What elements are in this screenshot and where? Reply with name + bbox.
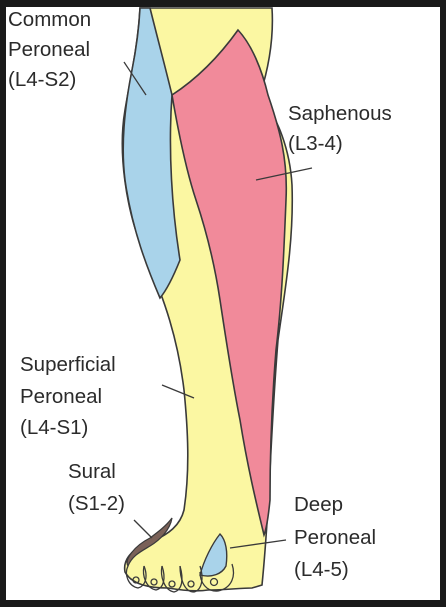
- superficial-peroneal-roots: (L4-S1): [20, 416, 88, 439]
- superficial-peroneal-label-line2: Peroneal: [20, 385, 102, 408]
- saphenous-leader: [255, 167, 313, 181]
- superficial-peroneal-leader: [161, 384, 195, 399]
- deep-peroneal-label-line2: Peroneal: [294, 526, 376, 549]
- toenail-3: [168, 580, 176, 588]
- deep-peroneal-label-line1: Deep: [294, 493, 343, 516]
- toe-4: [179, 565, 203, 593]
- saphenous-label: Saphenous: [288, 102, 392, 125]
- sural-roots: (S1-2): [68, 492, 125, 515]
- deep-peroneal-leader: [229, 539, 287, 549]
- common-peroneal-label-line1: Common: [8, 8, 91, 31]
- deep-peroneal-roots: (L4-5): [294, 558, 349, 581]
- toenail-5: [209, 577, 219, 587]
- toe-1: [125, 565, 147, 589]
- toe-3: [160, 565, 183, 593]
- toenail-1: [132, 576, 140, 584]
- saphenous-region: [171, 28, 288, 538]
- common-peroneal-label-line2: Peroneal: [8, 38, 90, 61]
- superficial-peroneal-label-line1: Superficial: [20, 353, 116, 376]
- sural-region: [126, 517, 173, 568]
- sural-leader: [133, 519, 153, 539]
- sural-label: Sural: [68, 460, 116, 483]
- saphenous-roots: (L3-4): [288, 132, 343, 155]
- common-peroneal-leader: [123, 61, 147, 96]
- toenail-4: [187, 580, 195, 588]
- toenail-2: [150, 578, 158, 586]
- toe-5: [199, 563, 235, 592]
- common-peroneal-roots: (L4-S2): [8, 68, 76, 91]
- toe-2: [142, 565, 165, 591]
- leader-lines: [123, 61, 313, 549]
- toes: [125, 563, 235, 593]
- deep-peroneal-region: [199, 532, 228, 577]
